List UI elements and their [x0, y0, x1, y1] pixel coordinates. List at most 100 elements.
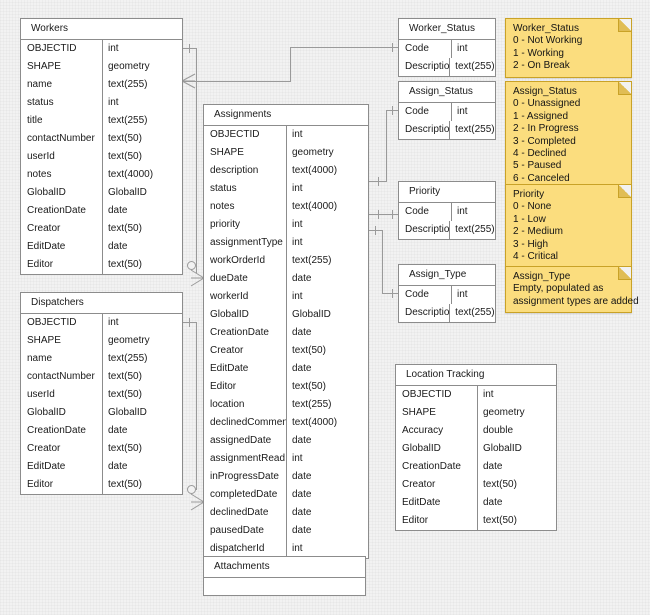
table-row: inProgressDate date — [204, 468, 368, 486]
field-name: CreationDate — [21, 202, 103, 220]
table-row — [204, 578, 365, 595]
field-name — [204, 578, 211, 595]
field-type: date — [483, 497, 503, 508]
field-name: EditDate — [21, 238, 103, 256]
line-assign-type-b — [382, 230, 383, 293]
field-type: date — [292, 489, 312, 500]
note-worker-status[interactable]: Worker_Status 0 - Not Working 1 - Workin… — [505, 18, 632, 78]
line-dispatchers-trunk — [196, 322, 197, 490]
crowfoot-workers-status — [181, 73, 196, 89]
field-name: GlobalID — [396, 440, 478, 458]
field-name: Description — [399, 58, 451, 76]
field-type: text(50) — [292, 345, 326, 356]
tick-assignments-assigntype — [375, 226, 376, 235]
line-assign-status-b — [386, 111, 387, 182]
field-name: Code — [399, 40, 452, 58]
note-assign-status[interactable]: Assign_Status 0 - Unassigned 1 - Assigne… — [505, 81, 632, 191]
field-name: workOrderId — [204, 252, 287, 270]
line-assign-status-a — [369, 181, 386, 182]
entity-title: Priority — [399, 182, 495, 203]
note-assign-type[interactable]: Assign_Type Empty, populated as assignme… — [505, 266, 639, 314]
field-name: contactNumber — [21, 130, 103, 148]
note-line: assignment types are added — [513, 295, 639, 307]
field-type: text(50) — [108, 259, 142, 270]
field-name: declinedDate — [204, 504, 287, 522]
field-type: int — [108, 97, 119, 108]
field-type: date — [292, 507, 312, 518]
field-name: Editor — [21, 476, 103, 494]
field-name: title — [21, 112, 103, 130]
line-dispatchers-objectid — [183, 322, 197, 323]
field-name: EditDate — [204, 360, 287, 378]
line-assign-type-c — [382, 293, 399, 294]
field-type: int — [292, 129, 303, 140]
field-name: inProgressDate — [204, 468, 287, 486]
field-type: date — [292, 471, 312, 482]
crowfoot-dispatchers-assignments — [190, 493, 205, 511]
field-name: Description — [399, 221, 451, 239]
fold-corner-icon — [618, 185, 631, 198]
field-type: text(50) — [108, 223, 142, 234]
field-type: int — [292, 543, 303, 554]
field-type: text(255) — [108, 79, 148, 90]
field-type: text(50) — [108, 443, 142, 454]
field-name: Creator — [396, 476, 478, 494]
note-priority[interactable]: Priority 0 - None 1 - Low 2 - Medium 3 -… — [505, 184, 632, 269]
field-name: Editor — [396, 512, 478, 530]
line-workers-status-c — [196, 81, 291, 82]
entity-title: Attachments — [204, 557, 365, 578]
field-name: status — [21, 94, 103, 112]
field-type: text(255) — [108, 353, 148, 364]
note-line: 4 - Critical — [513, 251, 559, 263]
field-type: text(255) — [292, 255, 332, 266]
note-line: 1 - Working — [513, 47, 564, 59]
note-line: 5 - Paused — [513, 160, 562, 172]
field-name: OBJECTID — [21, 40, 103, 58]
field-name: assignmentType — [204, 234, 287, 252]
field-type: text(255) — [455, 124, 495, 135]
note-line: 3 - Completed — [513, 135, 576, 147]
field-name: description — [204, 162, 287, 180]
entity-attachments[interactable]: Attachments — [203, 556, 366, 596]
field-type: geometry — [108, 335, 150, 346]
field-name: Creator — [21, 440, 103, 458]
field-name: SHAPE — [21, 332, 103, 350]
tick-assignments-priority — [378, 210, 379, 219]
entity-title: Assignments — [204, 105, 368, 126]
field-name: Code — [399, 286, 452, 304]
field-type: int — [457, 43, 468, 54]
